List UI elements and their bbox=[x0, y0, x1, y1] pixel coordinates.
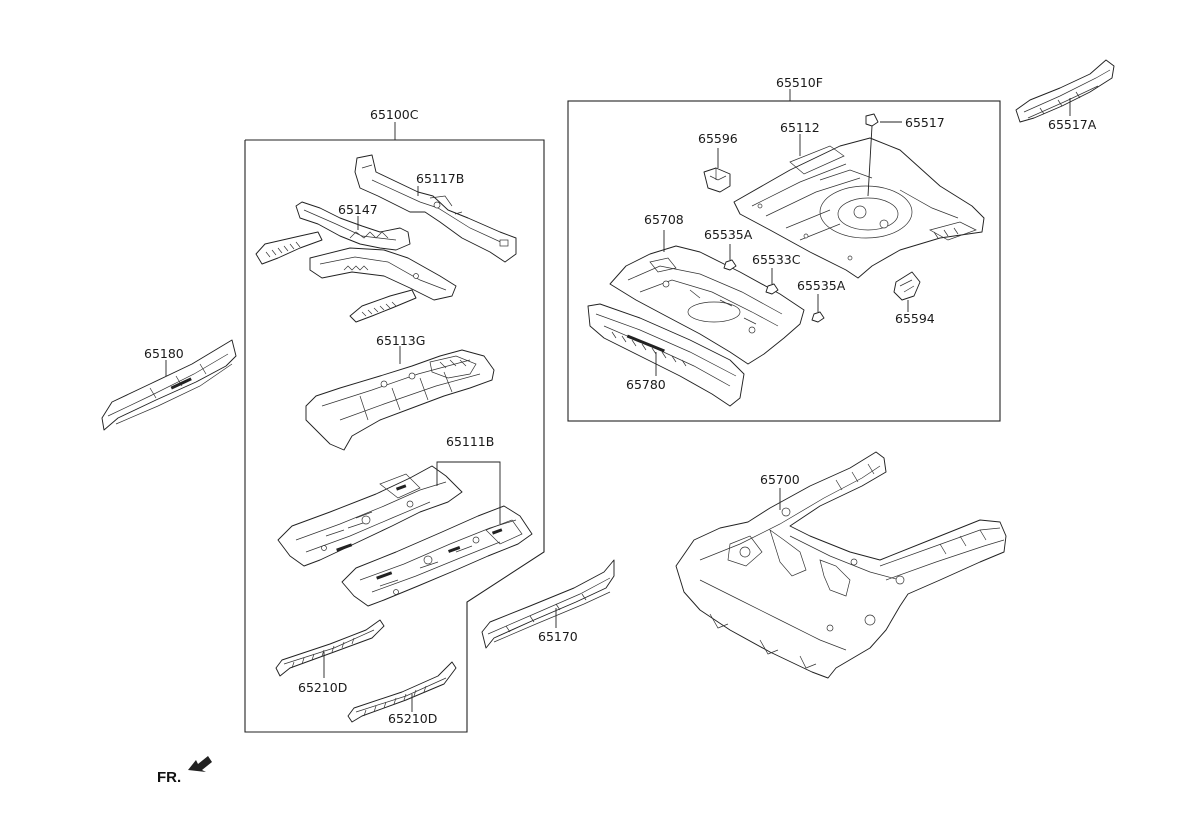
group-frame-65510f bbox=[567, 100, 1001, 422]
part-65594-bracket bbox=[893, 271, 921, 301]
part-65147-seat-crossmember bbox=[255, 201, 457, 323]
label-65510f: 65510F bbox=[776, 75, 823, 90]
front-label: FR. bbox=[157, 769, 181, 786]
part-65533c-nut bbox=[765, 283, 779, 295]
part-65780-rear-crossmember bbox=[587, 303, 745, 407]
group-frame-65100c bbox=[244, 139, 545, 733]
label-65517: 65517 bbox=[905, 115, 945, 130]
part-65517a-rear-member bbox=[1015, 59, 1115, 123]
label-65700: 65700 bbox=[760, 472, 800, 487]
part-65535a-nut-a bbox=[723, 259, 737, 271]
label-65594: 65594 bbox=[895, 311, 935, 326]
part-65517-bracket bbox=[865, 113, 879, 127]
part-65117b-crossmember bbox=[354, 154, 517, 263]
part-65113g-center-floor bbox=[305, 349, 495, 451]
label-65112: 65112 bbox=[780, 120, 820, 135]
label-65210d-a: 65210D bbox=[298, 680, 347, 695]
label-65535a-a: 65535A bbox=[704, 227, 753, 242]
leader-65111b bbox=[436, 461, 501, 524]
label-65147: 65147 bbox=[338, 202, 378, 217]
label-65111b: 65111B bbox=[446, 434, 494, 449]
label-65517a: 65517A bbox=[1048, 117, 1097, 132]
label-65170: 65170 bbox=[538, 629, 578, 644]
label-65180: 65180 bbox=[144, 346, 184, 361]
label-65533c: 65533C bbox=[752, 252, 801, 267]
front-arrow-icon bbox=[188, 756, 212, 772]
part-65708-rear-floor-front bbox=[609, 245, 805, 365]
label-65780: 65780 bbox=[626, 377, 666, 392]
label-65535a-b: 65535A bbox=[797, 278, 846, 293]
label-65708: 65708 bbox=[644, 212, 684, 227]
part-65170-side-member bbox=[481, 559, 615, 649]
label-65100c: 65100C bbox=[370, 107, 419, 122]
label-65210d-b: 65210D bbox=[388, 711, 437, 726]
part-65210d-rail-a bbox=[275, 619, 385, 677]
part-65210d-rail-b bbox=[347, 661, 457, 723]
part-65112-rear-floor bbox=[733, 137, 985, 279]
leader-65517-to-floor bbox=[867, 125, 873, 197]
part-65111b-floor-panel-lower bbox=[341, 505, 533, 607]
part-65180-side-sill bbox=[101, 339, 237, 431]
part-65535a-nut-b bbox=[811, 311, 825, 323]
label-65596: 65596 bbox=[698, 131, 738, 146]
label-65113g: 65113G bbox=[376, 333, 425, 348]
part-65700-rear-frame bbox=[675, 451, 1007, 679]
part-65111b-floor-panel-upper bbox=[277, 465, 463, 567]
part-65596-bracket bbox=[703, 167, 731, 193]
label-65117b: 65117B bbox=[416, 171, 464, 186]
